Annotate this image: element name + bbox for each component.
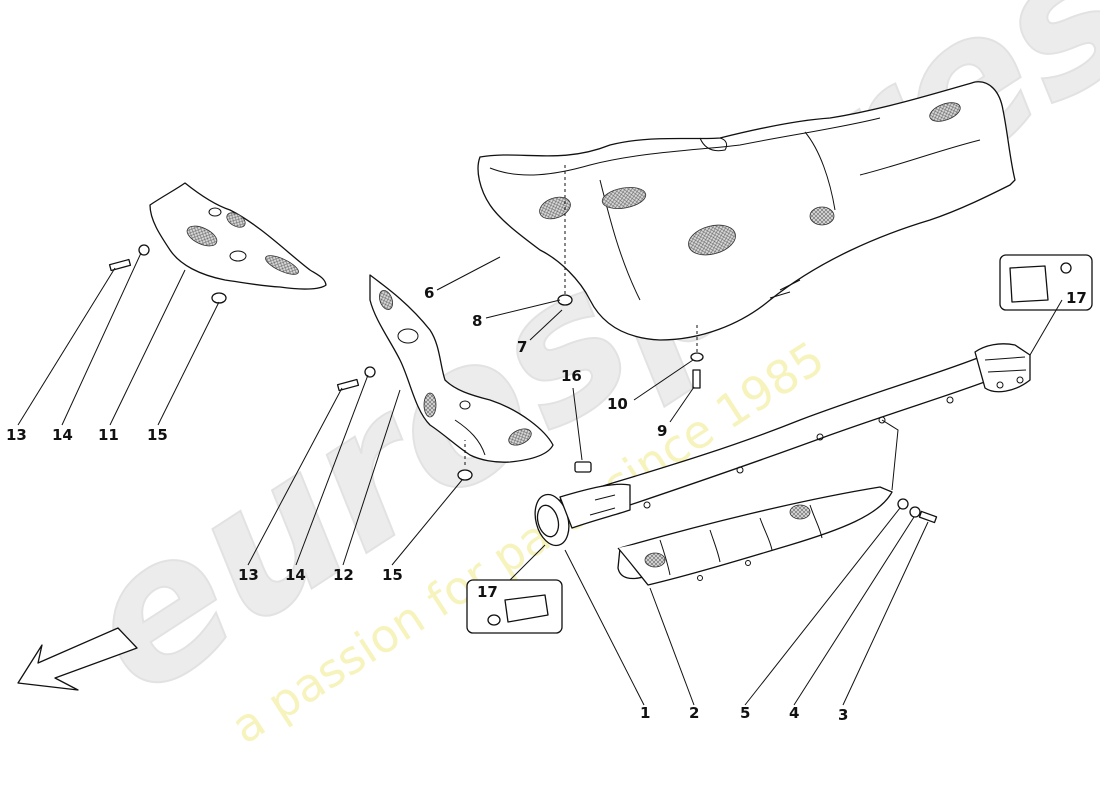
callout-17-top: 17 — [1066, 289, 1087, 307]
bolt-3 — [918, 510, 938, 524]
middle-heat-shield — [369, 274, 554, 463]
plug-16 — [574, 461, 592, 473]
front-direction-arrow — [17, 627, 138, 691]
callout-6: 6 — [424, 284, 434, 302]
inset-17-top — [999, 254, 1093, 311]
hardware — [108, 244, 938, 524]
callout-labels: 13 14 11 15 13 14 12 15 6 8 7 16 10 9 17… — [6, 284, 1087, 724]
alignment-lines — [464, 165, 899, 491]
leader-lines — [17, 252, 1063, 706]
bolt-13-front — [108, 258, 132, 272]
callout-8: 8 — [472, 312, 482, 330]
nut-15-middle — [457, 469, 473, 481]
callout-15-middle: 15 — [382, 566, 403, 584]
callout-14-front: 14 — [52, 426, 73, 444]
inset-17-bottom — [466, 579, 563, 634]
callout-9: 9 — [657, 422, 667, 440]
callout-10: 10 — [607, 395, 628, 413]
callout-13-middle: 13 — [238, 566, 259, 584]
washer-14-front — [138, 244, 150, 256]
callout-2: 2 — [689, 704, 699, 722]
tunnel-heat-shield — [477, 81, 1016, 341]
nut-15-front — [211, 292, 227, 304]
callout-17-bottom: 17 — [477, 583, 498, 601]
callout-7: 7 — [517, 338, 527, 356]
callout-4: 4 — [789, 704, 799, 722]
washer-10 — [690, 352, 704, 362]
lower-heat-shield — [617, 486, 893, 586]
callout-13-front: 13 — [6, 426, 27, 444]
callout-1: 1 — [640, 704, 650, 722]
callout-3: 3 — [838, 706, 848, 724]
callout-11: 11 — [98, 426, 119, 444]
bolt-13-middle — [336, 378, 360, 392]
washer-14-middle — [364, 366, 376, 378]
front-heat-shield — [149, 182, 327, 290]
bolt-9 — [692, 369, 701, 389]
callout-15-front: 15 — [147, 426, 168, 444]
transmission-tube — [534, 343, 1031, 547]
washer-4 — [909, 506, 921, 518]
callout-14-middle: 14 — [285, 566, 306, 584]
washer-5 — [897, 498, 909, 510]
nut-8 — [557, 294, 573, 306]
callout-5: 5 — [740, 704, 750, 722]
callout-16: 16 — [561, 367, 582, 385]
callout-12: 12 — [333, 566, 354, 584]
